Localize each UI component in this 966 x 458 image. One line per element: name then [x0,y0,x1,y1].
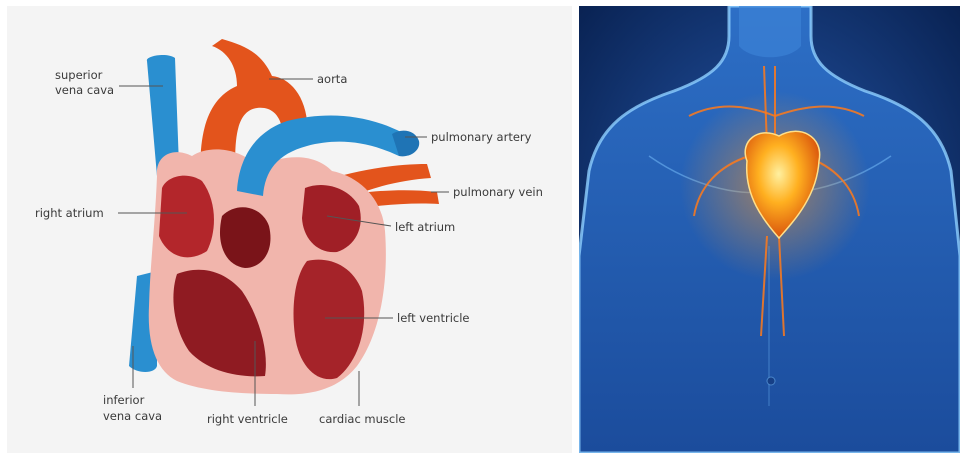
label-superior-vena-cava-line1: superior [55,68,103,82]
label-left-ventricle: left ventricle [397,311,469,325]
label-left-atrium: left atrium [395,220,455,234]
label-inferior-vena-cava-line1: inferior [103,393,145,407]
navel [767,377,775,385]
label-aorta: aorta [317,72,347,86]
right-atrium-chamber [159,176,214,258]
label-pulmonary-vein: pulmonary vein [453,185,543,199]
label-pulmonary-artery: pulmonary artery [431,130,532,144]
neck [739,6,801,57]
label-superior-vena-cava-line2: vena cava [55,83,114,97]
label-right-atrium: right atrium [35,206,104,220]
heart-anatomy-diagram: superior vena cava aorta pulmonary arter… [7,6,572,453]
label-inferior-vena-cava-line2: vena cava [103,409,162,423]
label-right-ventricle: right ventricle [207,412,288,426]
glowing-torso-illustration [579,6,960,453]
label-cardiac-muscle: cardiac muscle [319,412,406,426]
